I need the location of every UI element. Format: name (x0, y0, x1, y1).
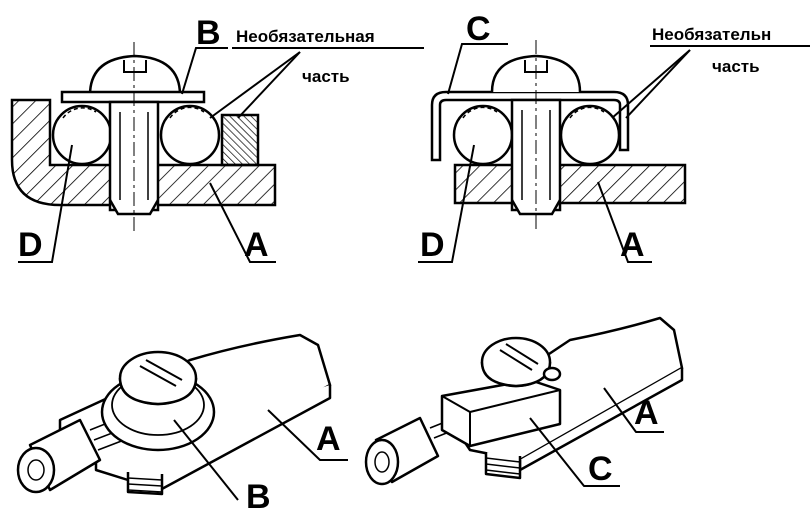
label-br-c: C (588, 450, 613, 488)
screw-head (88, 54, 182, 96)
label-tr-d: D (420, 226, 445, 264)
isometric-with-washer-b (16, 333, 348, 501)
conductor-right (159, 104, 221, 166)
base-bar-hatched (453, 163, 687, 205)
label-tr-a: A (620, 226, 645, 264)
label-tl-optional-1: Необязательная (236, 27, 375, 46)
label-tl-a: A (244, 226, 269, 264)
section-with-washer-b (10, 42, 424, 263)
label-bl-a: A (316, 420, 341, 458)
l-bracket-hatched (10, 98, 277, 207)
label-br-a: A (634, 394, 659, 432)
label-tr-c: C (466, 10, 491, 48)
conductor-left (452, 104, 514, 166)
clamp-c (430, 90, 630, 162)
label-tr-optional-1: Необязательн (652, 25, 771, 44)
label-tl-d: D (18, 226, 43, 264)
label-tl-b: B (196, 14, 221, 52)
optional-part-block (220, 113, 260, 167)
isometric-with-clamp-c (364, 316, 684, 487)
conductor-right (559, 104, 621, 166)
label-bl-b: B (246, 478, 271, 513)
label-tr-optional-2: часть (712, 57, 760, 76)
label-tl-optional-2: часть (302, 67, 350, 86)
section-with-clamp-c (418, 40, 810, 263)
conductor-left (51, 104, 113, 166)
